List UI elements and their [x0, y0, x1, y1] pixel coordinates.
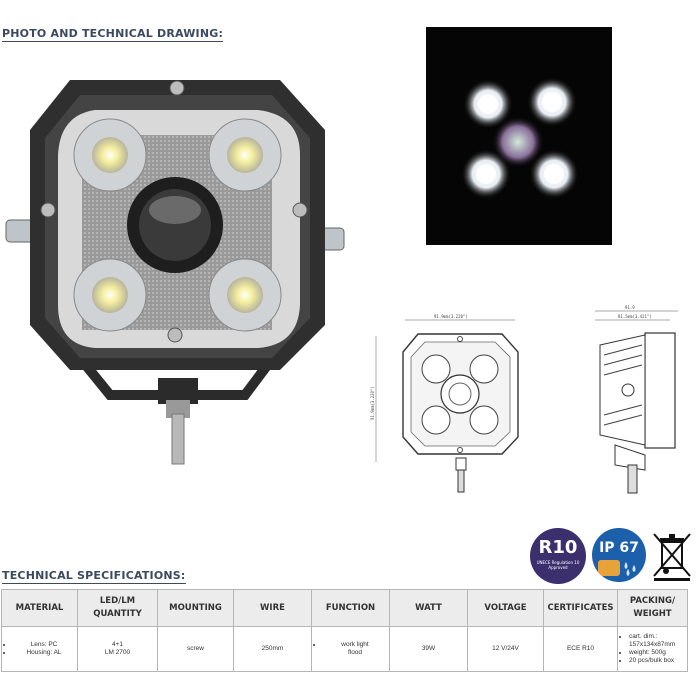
header-packing-line2: WEIGHT — [633, 609, 672, 619]
cell-watt: 39W — [389, 626, 468, 672]
lumen-value: LM 2700 — [104, 649, 131, 656]
front-height-label: 91.9mm(3.220") — [370, 386, 375, 420]
water-drops-icon — [624, 562, 636, 576]
weee-disposal-icon — [653, 533, 691, 581]
header-watt: WATT — [389, 589, 468, 627]
function-work-light: work light — [323, 641, 387, 649]
cell-packing: cart. dim.: 157x134x87mm weight: 500g 20… — [617, 626, 688, 672]
table-row: Lens: PC Housing: AL 4+1 LM 2700 screw 2… — [1, 626, 688, 672]
header-packing-weight: PACKING/WEIGHT — [617, 589, 688, 627]
table-header-row: MATERIAL LED/LM QUANTITY MOUNTING WIRE FU… — [1, 589, 688, 627]
front-width-label: 91.9mm(3.220") — [434, 314, 468, 319]
header-packing-line1: PACKING/ — [629, 596, 676, 606]
product-photo — [5, 80, 345, 465]
ip67-badge-title: IP 67 — [599, 540, 639, 556]
specs-section-heading: TECHNICAL SPECIFICATIONS: — [2, 569, 186, 584]
cell-material: Lens: PC Housing: AL — [1, 626, 78, 672]
led-count: 4+1 — [111, 641, 124, 648]
dust-icon — [598, 560, 620, 576]
side-width-label: 91.9 — [625, 305, 635, 310]
side-depth-label: 81.5mm(3.421") — [618, 314, 652, 319]
header-wire: WIRE — [233, 589, 312, 627]
header-material: MATERIAL — [1, 589, 78, 627]
cell-led-quantity: 4+1 LM 2700 — [77, 626, 158, 672]
header-certificates: CERTIFICATES — [543, 589, 618, 627]
packing-weight: weight: 500g — [629, 649, 685, 657]
side-technical-drawing: 91.9 81.5mm(3.421") — [595, 305, 678, 494]
header-voltage: VOLTAGE — [467, 589, 544, 627]
specifications-table: MATERIAL LED/LM QUANTITY MOUNTING WIRE FU… — [1, 589, 688, 672]
r10-certification-badge: R10 UNECE Regulation 10 Approved — [530, 528, 586, 584]
function-flood: flood — [347, 649, 363, 656]
lit-lamp-photo — [426, 27, 612, 245]
r10-badge-line1: UNECE Regulation 10 — [536, 560, 580, 565]
photo-section-heading: PHOTO AND TECHNICAL DRAWING: — [2, 27, 224, 42]
cell-mounting: screw — [157, 626, 234, 672]
packing-dim-label: cart. dim.: — [629, 633, 685, 641]
header-led-quantity: LED/LM QUANTITY — [77, 589, 158, 627]
material-lens: Lens: PC — [13, 641, 75, 649]
r10-badge-title: R10 — [538, 537, 578, 558]
r10-badge-line2: Approved — [548, 565, 568, 570]
header-led-line2: QUANTITY — [93, 609, 142, 619]
material-housing: Housing: AL — [13, 649, 75, 657]
cell-voltage: 12 V/24V — [467, 626, 544, 672]
cell-wire: 250mm — [233, 626, 312, 672]
packing-bulk: 20 pcs/bulk box — [629, 657, 685, 665]
header-function: FUNCTION — [311, 589, 390, 627]
header-mounting: MOUNTING — [157, 589, 234, 627]
header-led-line1: LED/LM — [99, 596, 136, 606]
cell-function: work light flood — [311, 626, 390, 672]
cell-certificates: ECE R10 — [543, 626, 618, 672]
front-technical-drawing: 91.9mm(3.220") 91.9mm(3.220") — [370, 314, 519, 493]
packing-dim-value: 157x134x87mm — [629, 641, 676, 648]
ip67-badge: IP 67 — [592, 528, 646, 582]
